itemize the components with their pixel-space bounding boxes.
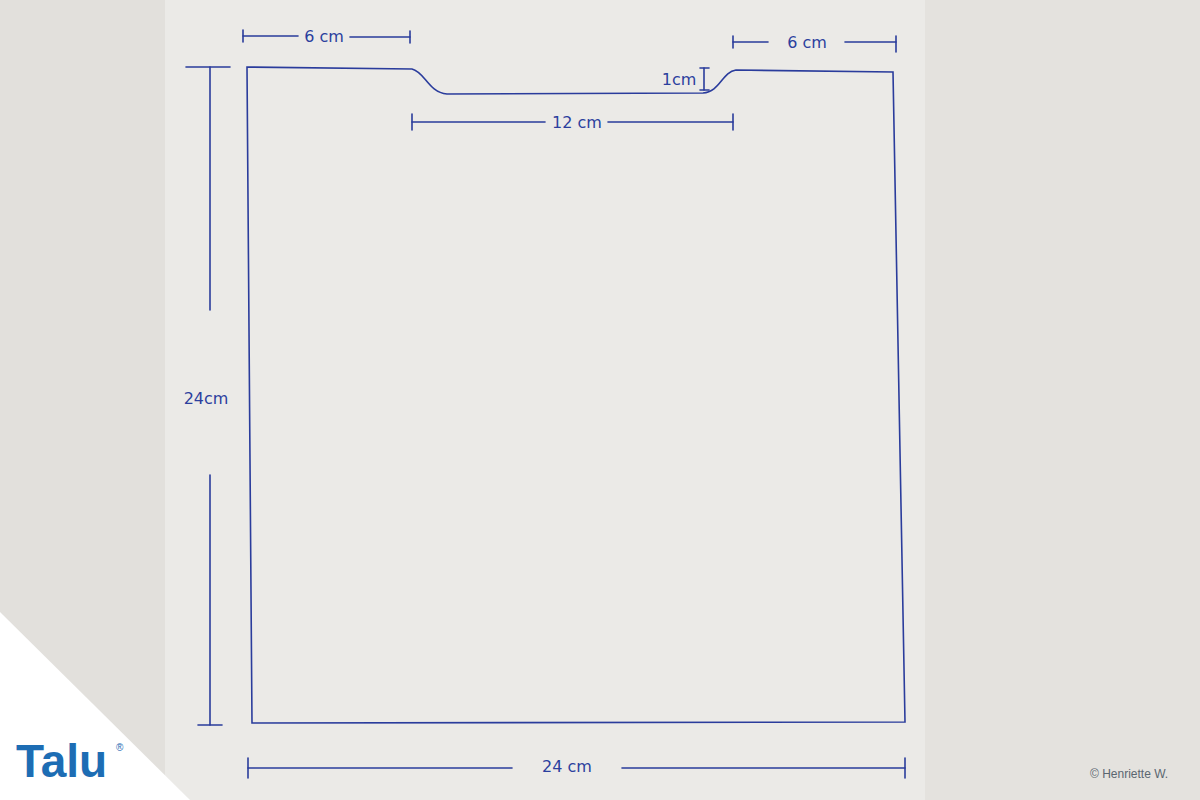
registered-mark: ® <box>116 742 123 753</box>
dimension-label: 12 cm <box>552 113 602 132</box>
logo-text: Talu <box>16 734 107 788</box>
dimension-label: 24 cm <box>542 757 592 776</box>
dimension-label: 6 cm <box>787 33 827 52</box>
copyright-note: © Henriette W. <box>1090 767 1168 781</box>
dimension-label: 6 cm <box>304 27 344 46</box>
dimension-label: 1cm <box>662 70 697 89</box>
dimension-label: 24cm <box>184 389 229 408</box>
